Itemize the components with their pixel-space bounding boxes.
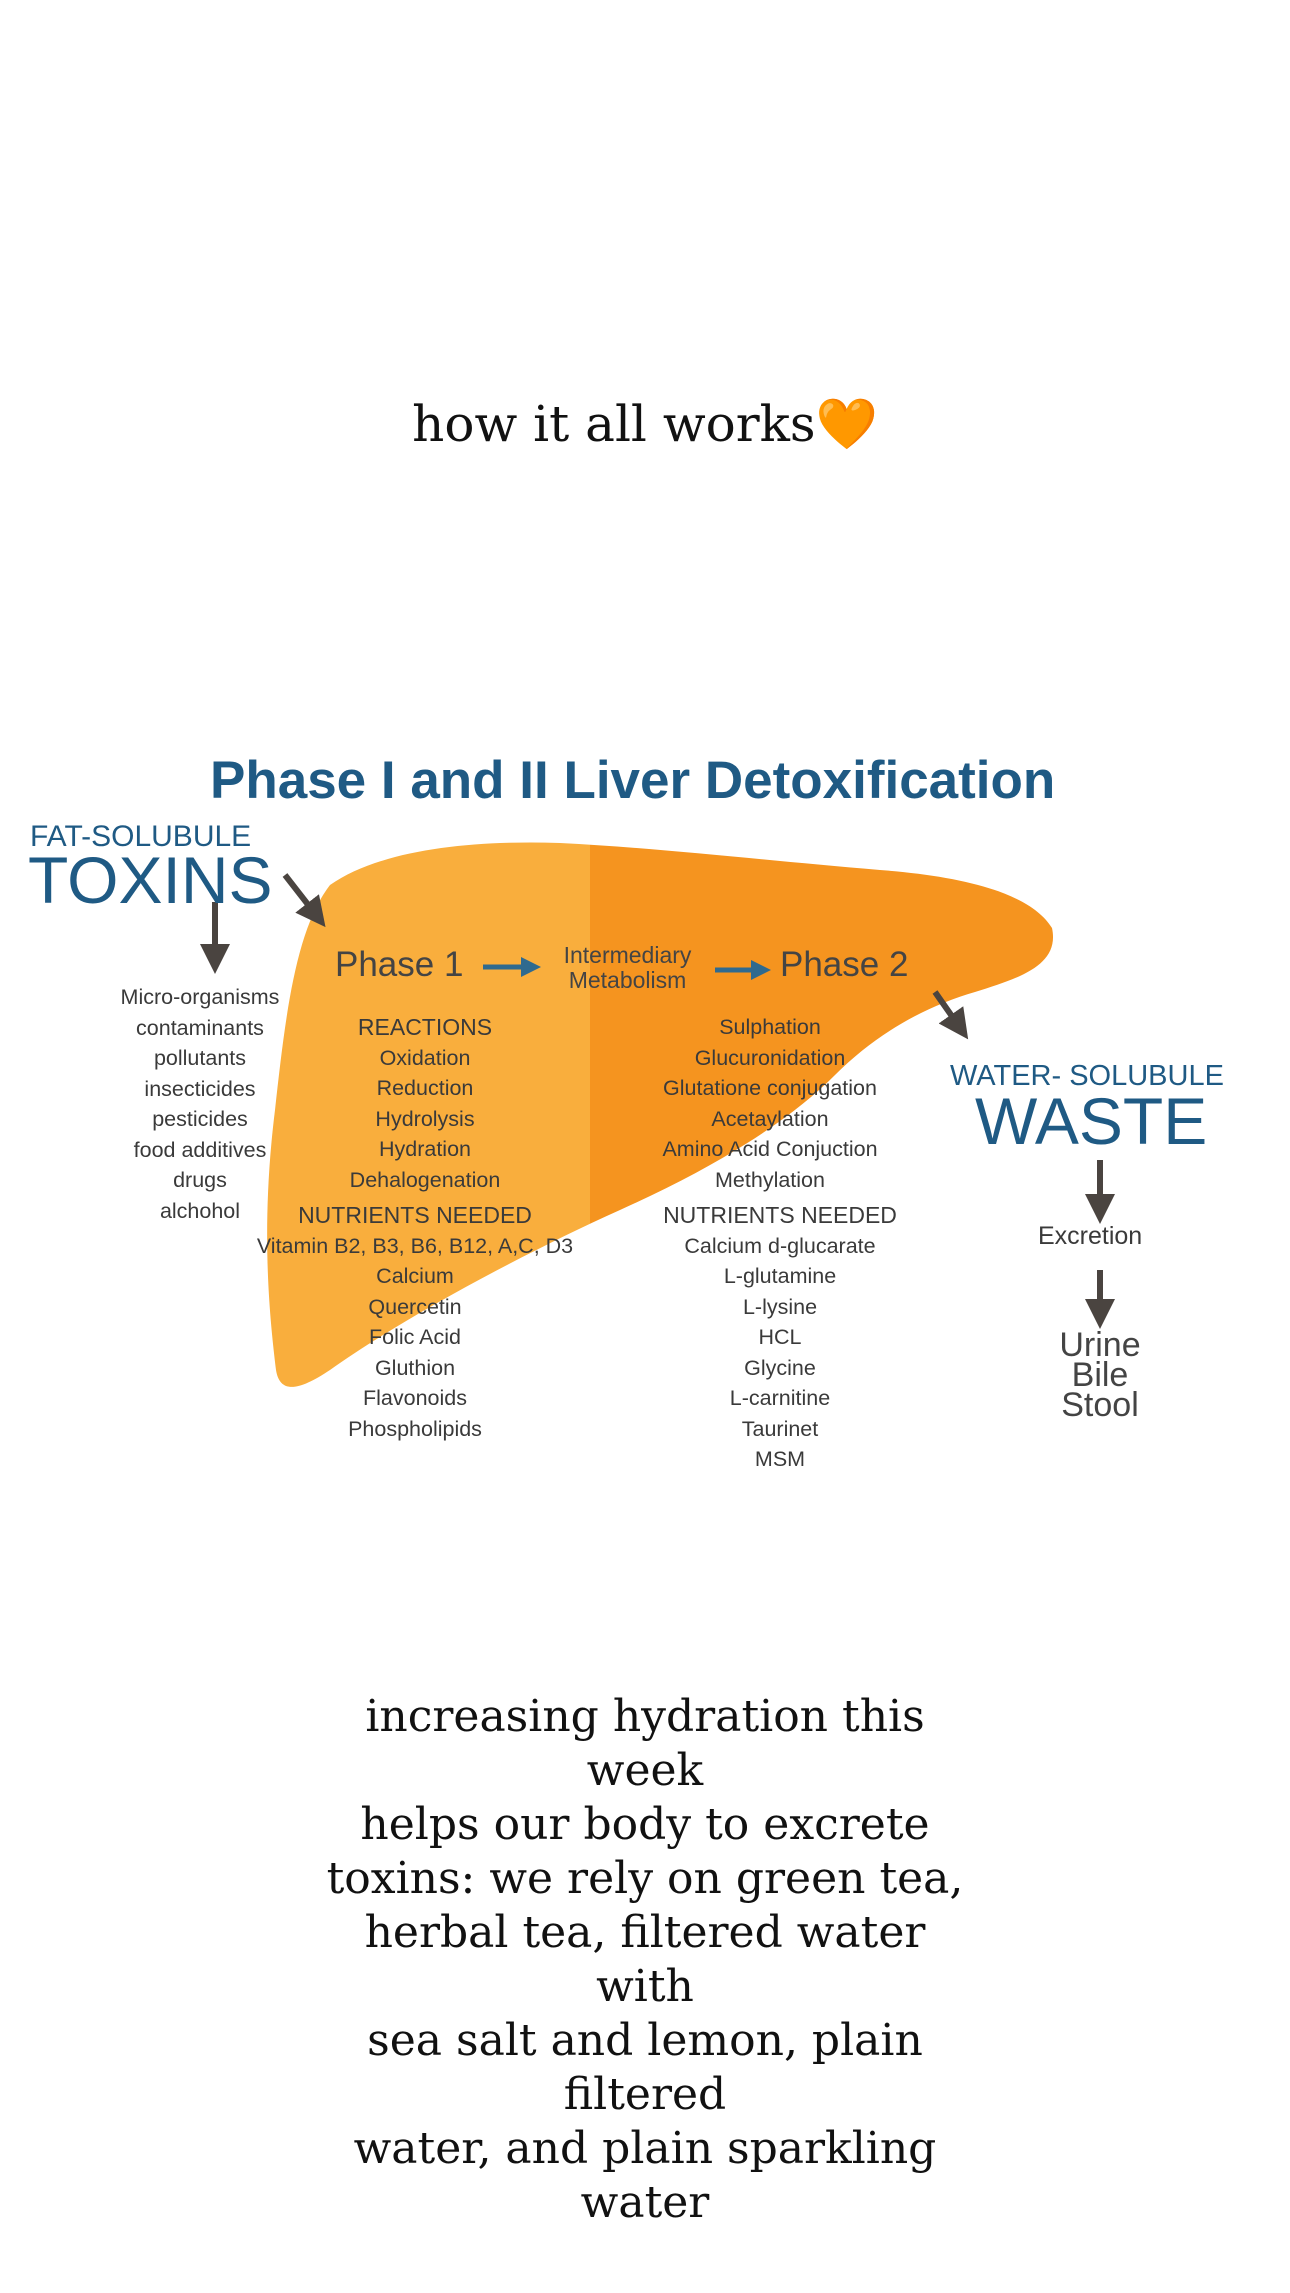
arrow-phase2-to-waste: [932, 990, 969, 1040]
list-item: Acetaylation: [711, 1106, 829, 1131]
list-item: Vitamin B2, B3, B6, B12, A,C, D3: [256, 1233, 574, 1258]
list-item: Reduction: [376, 1076, 474, 1100]
list-item: drugs: [173, 1168, 227, 1192]
list-item: alchohol: [159, 1198, 241, 1223]
list-item: pollutants: [153, 1046, 247, 1070]
fat-soluble-label: FAT-SOLUBULE: [30, 820, 252, 853]
toxins-label: TOXINS: [28, 843, 273, 917]
caption-top: how it all works🧡: [0, 395, 1290, 454]
intermediary-line: Intermediary: [563, 942, 692, 968]
list-item: Hydration: [378, 1137, 471, 1161]
list-item: MSM: [754, 1447, 806, 1471]
caption-line: toxins: we rely on green tea,: [326, 1853, 964, 1904]
list-item: Methylation: [715, 1167, 825, 1192]
toxin-sources-list: Micro-organisms contaminants pollutants …: [100, 982, 300, 1226]
list-item: Sulphation: [719, 1015, 821, 1039]
orange-heart-icon: 🧡: [815, 395, 878, 453]
list-item: Oxidation: [379, 1045, 471, 1070]
phase1-nutrients-list: NUTRIENTS NEEDED Vitamin B2, B3, B6, B12…: [245, 1200, 585, 1444]
list-item: Quercetin: [368, 1294, 462, 1319]
list-item: food additives: [133, 1137, 267, 1162]
list-item: L-carnitine: [729, 1386, 831, 1410]
caption-line: helps our body to excrete: [360, 1799, 930, 1850]
caption-line: water, and plain sparkling water: [353, 2123, 937, 2228]
caption-line: herbal tea, filtered water with: [364, 1907, 926, 2012]
list-item: Phospholipids: [348, 1416, 482, 1441]
phase1-reactions-heading: REACTIONS: [357, 1014, 493, 1040]
output-stool: Stool: [1061, 1386, 1139, 1424]
diagram-title: Phase I and II Liver Detoxification: [210, 751, 1056, 810]
caption-top-text: how it all works: [412, 395, 816, 453]
list-item: Calcium d-glucarate: [684, 1233, 876, 1258]
caption-line: increasing hydration this week: [365, 1691, 925, 1796]
waste-label: WASTE: [975, 1084, 1208, 1158]
outputs-list: Urine Bile Stool: [1030, 1326, 1170, 1424]
metabolism-line: Metabolism: [568, 967, 687, 993]
list-item: Gluthion: [374, 1355, 456, 1380]
output-urine: Urine: [1059, 1326, 1141, 1364]
list-item: HCL: [758, 1325, 802, 1349]
list-item: insecticides: [144, 1076, 256, 1101]
excretion-label: Excretion: [1038, 1222, 1143, 1250]
list-item: Taurinet: [741, 1416, 819, 1441]
list-item: Glycine: [744, 1355, 816, 1380]
list-item: contaminants: [136, 1015, 264, 1040]
list-item: pesticides: [152, 1107, 248, 1131]
arrow-toxins-to-liver: [282, 873, 326, 928]
phase1-nutrients-heading: NUTRIENTS NEEDED: [298, 1202, 532, 1228]
phase2-reactions-list: Sulphation Glucuronidation Glutatione co…: [630, 1012, 910, 1195]
intermediary-metabolism-label: Intermediary Metabolism: [545, 943, 710, 993]
phase2-nutrients-heading: NUTRIENTS NEEDED: [663, 1202, 897, 1228]
caption-line: sea salt and lemon, plain filtered: [367, 2015, 923, 2120]
list-item: Flavonoids: [363, 1386, 467, 1410]
liver-illustration: [200, 842, 1115, 1387]
phase1-reactions-list: REACTIONS Oxidation Reduction Hydrolysis…: [305, 1012, 545, 1195]
list-item: L-glutamine: [723, 1264, 837, 1288]
list-item: Amino Acid Conjuction: [662, 1137, 878, 1161]
list-item: L-lysine: [742, 1294, 818, 1319]
list-item: Dehalogenation: [349, 1167, 501, 1192]
phase2-nutrients-list: NUTRIENTS NEEDED Calcium d-glucarate L-g…: [640, 1200, 920, 1475]
caption-bottom: increasing hydration this week helps our…: [310, 1690, 980, 2230]
liver-detox-diagram: Phase I and II Liver Detoxification FAT-…: [0, 730, 1290, 1510]
phase2-label: Phase 2: [780, 945, 909, 984]
list-item: Glucuronidation: [694, 1045, 846, 1070]
list-item: Calcium: [376, 1264, 454, 1288]
water-soluble-label: WATER- SOLUBULE: [950, 1060, 1224, 1092]
list-item: Glutatione conjugation: [663, 1076, 877, 1100]
phase1-label: Phase 1: [335, 945, 464, 984]
output-bile: Bile: [1071, 1356, 1129, 1394]
list-item: Micro-organisms: [120, 985, 280, 1009]
list-item: Hydrolysis: [375, 1106, 475, 1131]
list-item: Folic Acid: [368, 1325, 461, 1349]
